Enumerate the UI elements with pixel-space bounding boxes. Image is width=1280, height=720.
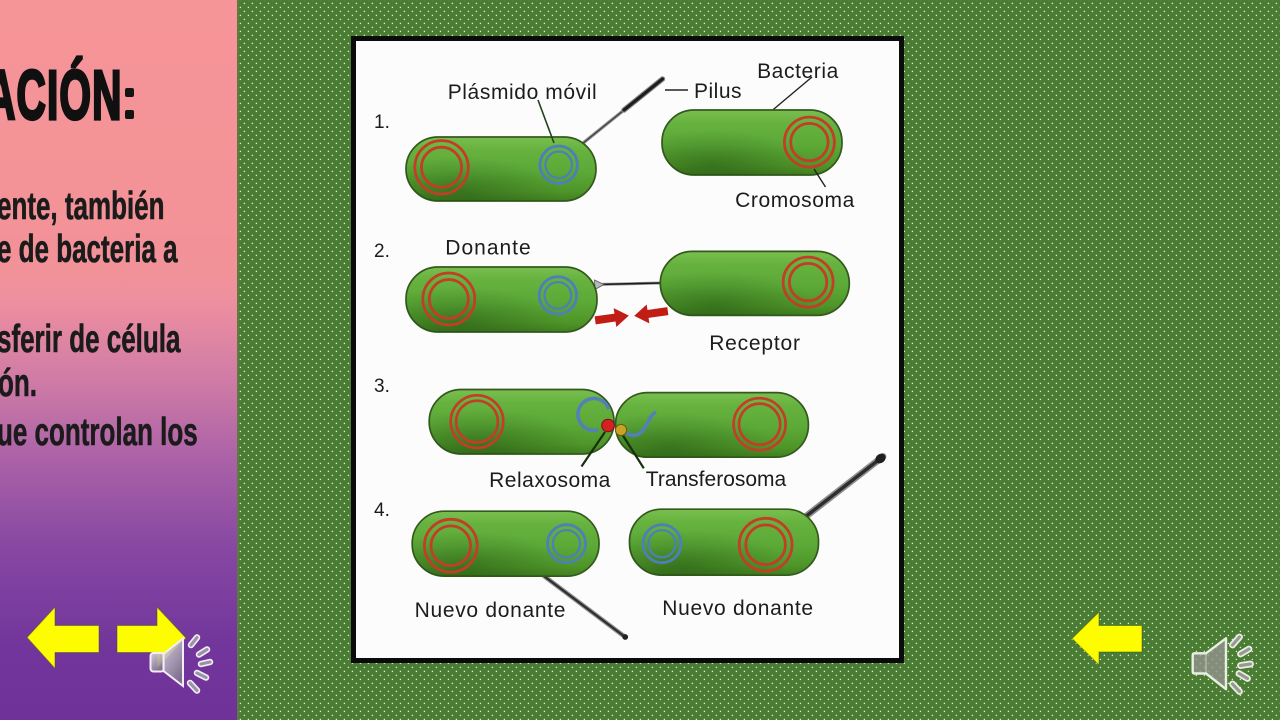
svg-text:3.: 3. [374, 376, 390, 397]
svg-text:Cromosoma: Cromosoma [735, 189, 855, 212]
svg-text:Pilus: Pilus [694, 80, 742, 103]
svg-text:Bacteria: Bacteria [757, 60, 839, 83]
svg-text:Donante: Donante [445, 237, 531, 260]
svg-text:4.: 4. [374, 500, 390, 521]
svg-text:Nuevo donante: Nuevo donante [662, 597, 814, 620]
svg-text:2.: 2. [374, 241, 390, 262]
svg-text:Relaxosoma: Relaxosoma [489, 469, 611, 492]
svg-text:Receptor: Receptor [709, 332, 801, 355]
svg-text:Plásmido móvil: Plásmido móvil [448, 81, 598, 104]
svg-text:1.: 1. [374, 112, 390, 133]
svg-text:Transferosoma: Transferosoma [646, 468, 787, 491]
svg-text:Nuevo donante: Nuevo donante [415, 599, 567, 622]
